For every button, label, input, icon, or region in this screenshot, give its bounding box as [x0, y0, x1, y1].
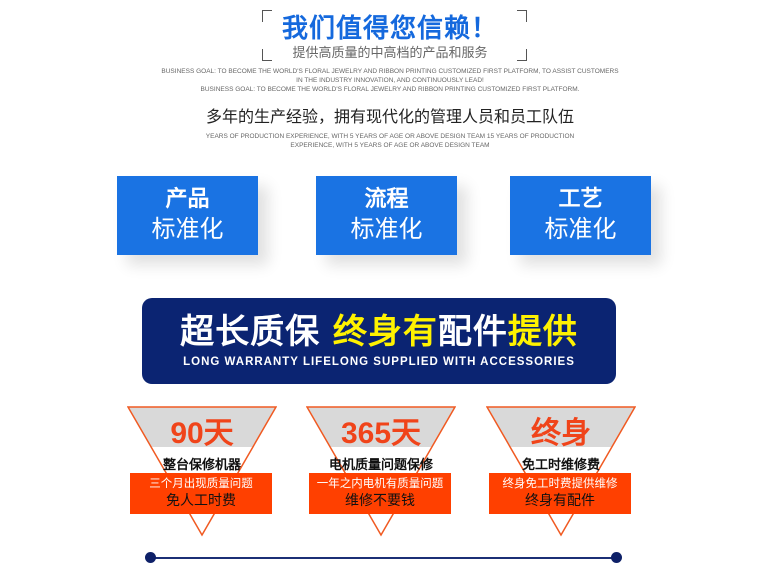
detail-line: 三个月出现质量问题: [149, 476, 253, 490]
warranty-card: 90天整台保修机器三个月出现质量问题免人工时费: [127, 406, 277, 538]
bracket-corner: [262, 10, 272, 22]
card-title: 免工时维修费: [521, 458, 600, 473]
page-title: 我们值得您信赖！: [281, 14, 498, 44]
box-title: 工艺: [558, 187, 603, 212]
fine-print: BUSINESS GOAL: TO BECOME THE WORLD'S FLO…: [161, 68, 619, 75]
fine-print: EXPERIENCE, WITH 5 YEARS OF AGE OR ABOVE…: [290, 142, 490, 149]
card-detail-box: 终身免工时费提供维修终身有配件: [489, 473, 631, 514]
feature-box-product: 产品标准化: [117, 176, 258, 255]
feature-box-craft: 工艺标准化: [510, 176, 651, 255]
bracket-corner: [517, 49, 527, 61]
warranty-duration: 终身: [531, 417, 591, 450]
feature-box-process: 流程标准化: [316, 176, 457, 255]
divider-dot: [145, 552, 156, 563]
page-subtitle: 提供高质量的中高档的产品和服务: [292, 46, 488, 61]
card-title: 整台保修机器: [162, 458, 241, 473]
triangle-frame: [127, 406, 277, 537]
card-title: 电机质量问题保修: [328, 458, 433, 473]
bracket-corner: [517, 10, 527, 22]
triangle-frame: [486, 406, 636, 537]
box-title: 产品: [165, 187, 210, 212]
banner-headline: 超长质保 终身有配件提供: [142, 312, 616, 352]
triangle-frame: [306, 406, 456, 537]
box-subtitle: 标准化: [544, 215, 617, 243]
detail-line: 终身有配件: [525, 493, 595, 509]
fine-print: YEARS OF PRODUCTION EXPERIENCE, WITH 5 Y…: [205, 133, 575, 140]
fine-print: BUSINESS GOAL: TO BECOME THE WORLD'S FLO…: [200, 86, 580, 93]
box-subtitle: 标准化: [350, 215, 423, 243]
divider-dot: [611, 552, 622, 563]
warranty-duration: 365天: [340, 417, 422, 450]
slogan: 多年的生产经验，拥有现代化的管理人员和员工队伍: [205, 107, 574, 126]
box-title: 流程: [364, 187, 409, 212]
box-subtitle: 标准化: [151, 215, 224, 243]
warranty-card: 365天电机质量问题保修一年之内电机有质量问题维修不要钱: [306, 406, 456, 538]
card-detail-box: 一年之内电机有质量问题维修不要钱: [309, 473, 451, 514]
divider-line: [150, 557, 617, 559]
card-detail-box: 三个月出现质量问题免人工时费: [130, 473, 272, 514]
detail-line: 一年之内电机有质量问题: [316, 476, 444, 490]
warranty-duration: 90天: [170, 417, 234, 450]
warranty-card: 终身免工时维修费终身免工时费提供维修终身有配件: [486, 406, 636, 538]
detail-line: 终身免工时费提供维修: [502, 476, 618, 490]
banner-highlight: 终身有: [332, 312, 438, 352]
banner-text: 配件: [437, 312, 508, 352]
detail-line: 维修不要钱: [345, 493, 415, 509]
banner-text: 超长质保: [180, 312, 333, 352]
bracket-corner: [262, 49, 272, 61]
detail-line: 免人工时费: [166, 493, 236, 509]
fine-print: IN THE INDUSTRY INNOVATION, AND CONTINUO…: [296, 77, 484, 84]
banner-english: LONG WARRANTY LIFELONG SUPPLIED WITH ACC…: [183, 356, 575, 368]
warranty-banner: 超长质保 终身有配件提供 LONG WARRANTY LIFELONG SUPP…: [142, 298, 616, 384]
banner-highlight: 提供: [507, 312, 578, 352]
